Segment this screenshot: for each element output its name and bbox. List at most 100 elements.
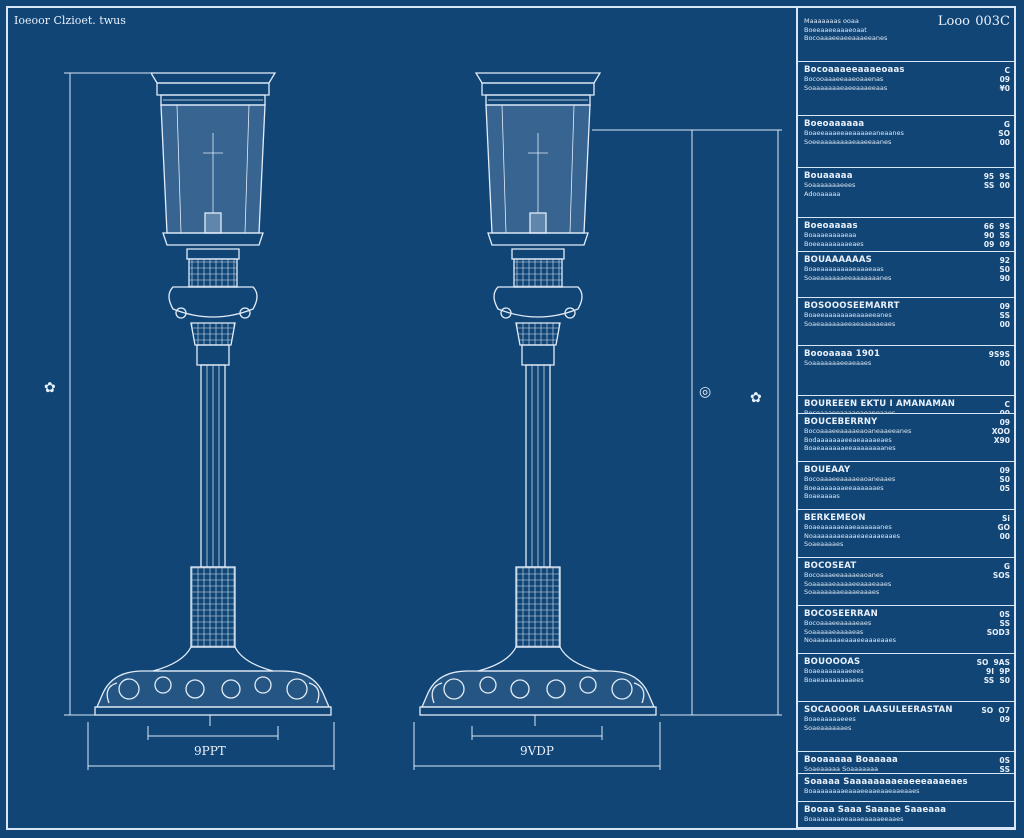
row-line: Adooaaaaa [804,189,841,198]
row-line: Soaaaaaaaeeaeaaes [804,359,872,367]
row-line: Soaeaaaaaaes [804,723,852,732]
row-value: 66 9S 90 SS 09 09 [983,222,1010,249]
row-value: 09 SS 00 [999,302,1010,329]
row-line: Bocoaaaeeaaaaeaes [804,619,872,627]
row-heading: Bocoaaaeeaaaeoaas [804,65,905,75]
row-line: Bodaaaaaaaeeaeaaaaeaes [804,435,892,444]
row-line: Soaeaaaaes [804,540,844,548]
row-line: Boaeeaaaeeaeaaaaeaneaanes [804,129,904,137]
row-line: Bocoaaaeeaaaaeaoaneaaeeanes [804,427,912,435]
row-value: C 00 [999,400,1010,414]
left-width-dimension: 9PPT [194,744,226,758]
row-line: Soaaaaaeaaaaeeaaaeaaes [804,579,892,588]
row-value: C 09 ¥0 [999,66,1010,93]
row-line: Boaeaaaaaeaaeaaaaaanes [804,523,892,531]
row-value: SO 9AS 9I 9P SS S0 [976,658,1010,685]
row-value: 95 9S SS 00 [983,172,1010,190]
drawing-code-b: 003C [975,14,1010,29]
row-value: 92 S0 90 [999,256,1010,283]
row-value: 0S SS SOD3 [986,610,1010,637]
lamp-elevation-drawing [64,72,782,770]
row-heading: Boooaaaa 1901 [804,349,881,359]
row-line: Boeaaaaaaaeeaaaaaaes [804,483,884,492]
row-line: Soaaaaaaaeaaaeaaaes [804,588,880,596]
row-value: G SO 00 [998,120,1010,147]
right-center-marker-icon: ◎ [699,384,712,400]
row-heading: SOCAOOOR LAASULEERASTAN [804,705,953,715]
row-line: Boaeaaaaaaaeees [804,667,864,675]
row-line: Boaaaeaaaaeaa [804,231,857,239]
row-heading: BOUREEEN EKTU I AMANAMAN [804,399,956,409]
row-line: Soaaaaaeaaaaeas [804,627,864,636]
row-line: Boaaaaaaaeeaaaeaaaaeeaaes [804,815,904,823]
row-line: Soaeaaaaaaeeaeaaaaaeaes [804,319,896,328]
row-line: Bocoaaaeeaaaaeaoaneaaes [804,475,896,483]
row-value: 09 XOO X90 [991,418,1010,445]
row-line: Boeeaaaaaaaeaes [804,239,864,248]
row-line: Boaeaaaaaaeeaaaaaaaanes [804,444,896,452]
row-heading: Soaaaa Saaaaaaaaeaeeeaaaeaes [804,777,968,787]
row-heading: BOUAAAAAAS [804,255,872,265]
drawing-frame [6,6,1016,830]
row-line: Soaaaaaaaeaeeaaaeeaas [804,83,888,92]
lamp-left [94,72,332,716]
row-heading: Bouaaaaa [804,171,853,181]
title-block-header: Maaaaaaas ooaa Boeeaaeeaaaeoaat Bocoaaae… [798,8,1016,62]
row-line: Boaaaaaaaaeaaaeeaaeaaeaaeaaes [804,787,920,795]
row-value: 09 S0 05 [999,466,1010,493]
row-line: Boaeaaaaaaaaeaaaeaas [804,265,884,273]
row-line: Boaeaaaaaeees [804,715,856,723]
left-center-marker-icon: ✿ [44,380,56,396]
sheet-title: Ioeoor Clzioet. twus [14,14,126,27]
row-heading: BOSOOOSEEMARRT [804,301,900,311]
header-line: Bocoaaaeeaeeaaaeeanes [804,34,888,42]
row-line: Noaaaaaaaeaaaeeaaaeaaes [804,636,896,644]
row-line: Soaaaaaaaeees [804,181,856,189]
row-value: Si GO 00 [997,514,1010,541]
header-line: Maaaaaaas ooaa [804,17,859,25]
row-line: Boaeaaaas [804,492,840,500]
right-width-dimension: 9VDP [520,744,554,758]
row-heading: BOUEAAY [804,465,851,475]
row-heading: Booaa Saaa Saaaae Saaeaaa [804,805,947,815]
drawing-code-a: Looo [937,14,970,29]
row-heading: BERKEMEON [804,513,866,523]
lamp-right [419,72,657,716]
row-value: G SOS [992,562,1010,580]
row-line: Boaeaaaaaaaaees [804,675,864,684]
right-side-marker-icon: ✿ [750,390,762,406]
row-value: 0S SS [999,756,1010,774]
row-line: Bocooaaaeeaaeoaaenas [804,75,884,83]
row-line: Bocoaaaeeaaaaeaoaneaaes [804,409,896,414]
row-line: Soeeaaaaaaaaeaaeeaanes [804,137,892,146]
row-value: SO O7 09 [981,706,1010,724]
row-heading: Boeoaaaaaa [804,119,865,129]
row-value: 9S9S 00 [988,350,1010,368]
row-heading: BOUCEBERRNY [804,417,878,427]
row-line: Noaaaaaaaeaaaeaeaaaeaaes [804,531,900,540]
header-line: Boeeaaeeaaaeoaat [804,25,867,34]
row-heading: Boeoaaaas [804,221,858,231]
row-heading: Booaaaaa Boaaaaa [804,755,898,765]
title-block: Maaaaaaas ooaa Boeeaaeeaaaeoaat Bocoaaae… [796,8,1016,828]
row-line: Bocoaaaeeaaaaeaoanes [804,571,884,579]
row-line: Soaeaaaaa Soaaaaaaa [804,765,879,773]
